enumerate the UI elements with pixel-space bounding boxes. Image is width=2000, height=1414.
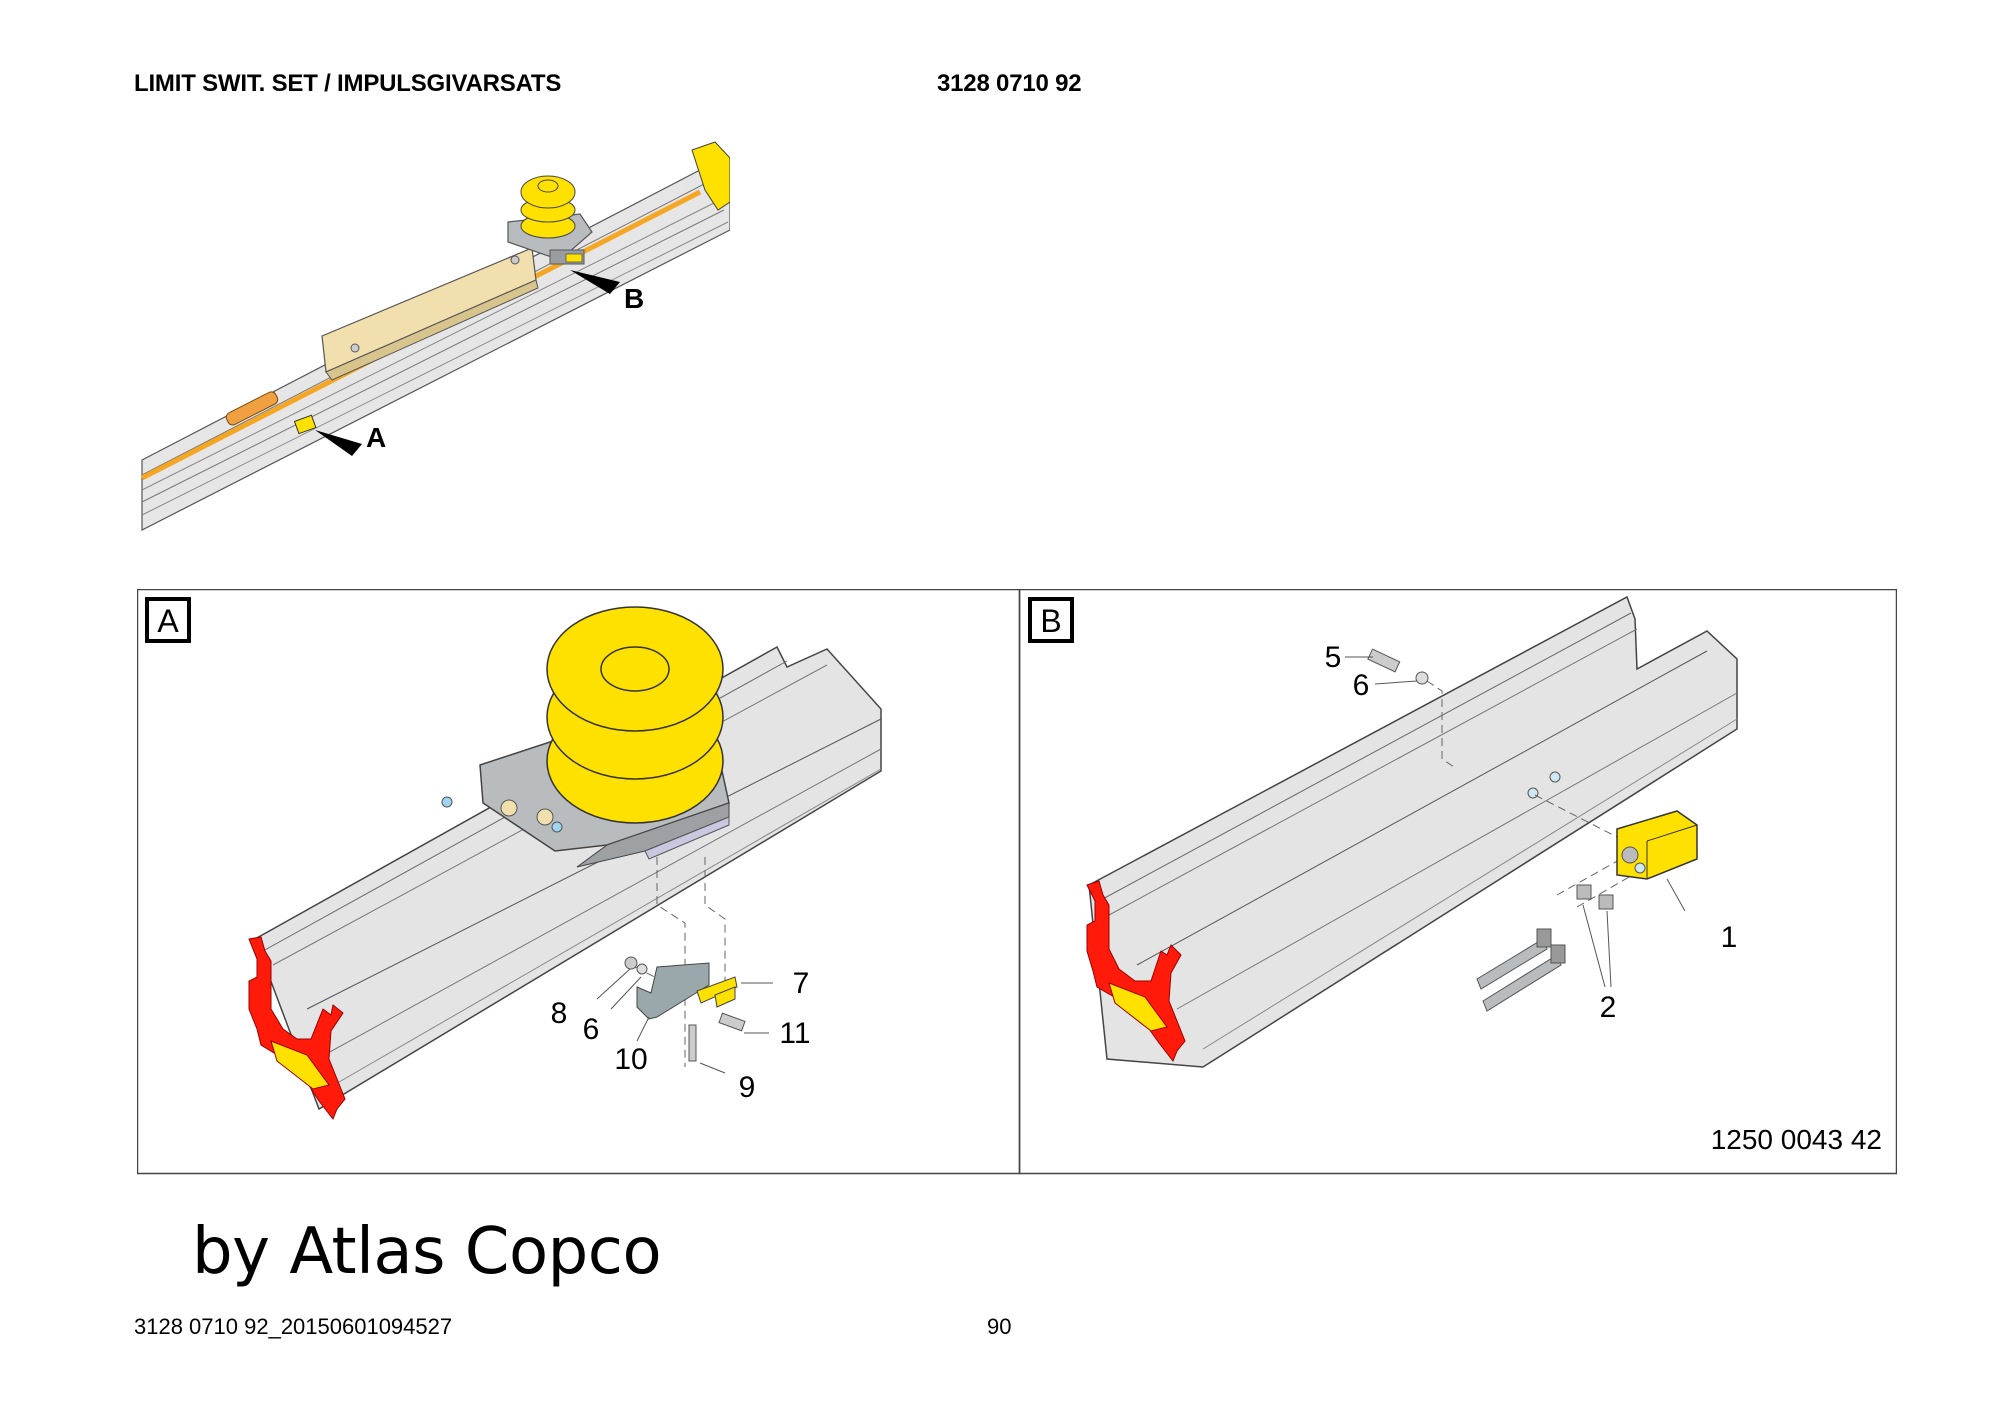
panel-b-connectors [1476,884,1614,1012]
svg-text:A: A [157,603,179,639]
panel-b-rail [1086,595,1738,1068]
panel-a-label: A [145,597,191,643]
trolley [507,175,593,265]
panel-b-label: B [1028,597,1074,643]
drawing-number: 1250 0043 42 [1711,1124,1882,1155]
panel-b-leaders [1345,656,1686,988]
detail-panels: A B [137,589,1897,1175]
footer-document-id: 3128 0710 92_20150601094527 [134,1314,453,1339]
callout-10: 10 [614,1043,647,1076]
panel-b-switch [1616,810,1698,880]
panel-a-parts [624,956,746,1062]
callout-7: 7 [793,967,810,1000]
callout-6-b: 6 [1353,669,1370,702]
panel-b-bolt [1367,648,1429,685]
panel-a-pulley [546,606,724,824]
callout-1: 1 [1721,921,1738,954]
panel-b-frame [1018,589,1897,1175]
panel-a-rail [248,645,882,1120]
overview-illustration: A B [140,141,730,531]
callout-6-a: 6 [583,1013,600,1046]
callout-2: 2 [1600,991,1617,1024]
document-title: LIMIT SWIT. SET / IMPULSGIVARSATS [134,70,562,97]
cable-coupling [225,391,279,426]
callout-5: 5 [1325,641,1342,674]
callout-8: 8 [551,997,568,1030]
panel-a-leaders [596,968,773,1074]
callout-11: 11 [779,1017,810,1050]
callout-9: 9 [739,1071,756,1104]
switch-a [293,414,317,435]
pointer-label-a: A [366,422,386,453]
end-bracket [691,141,730,211]
page-number: 90 [987,1314,1012,1339]
pointer-a-icon [315,430,362,456]
brand-watermark: by Atlas Copco [192,1215,662,1289]
carriage [321,247,539,381]
part-number: 3128 0710 92 [937,70,1082,97]
svg-text:B: B [1040,603,1061,639]
pointer-b-icon [570,270,620,294]
pointer-label-b: B [624,283,644,314]
